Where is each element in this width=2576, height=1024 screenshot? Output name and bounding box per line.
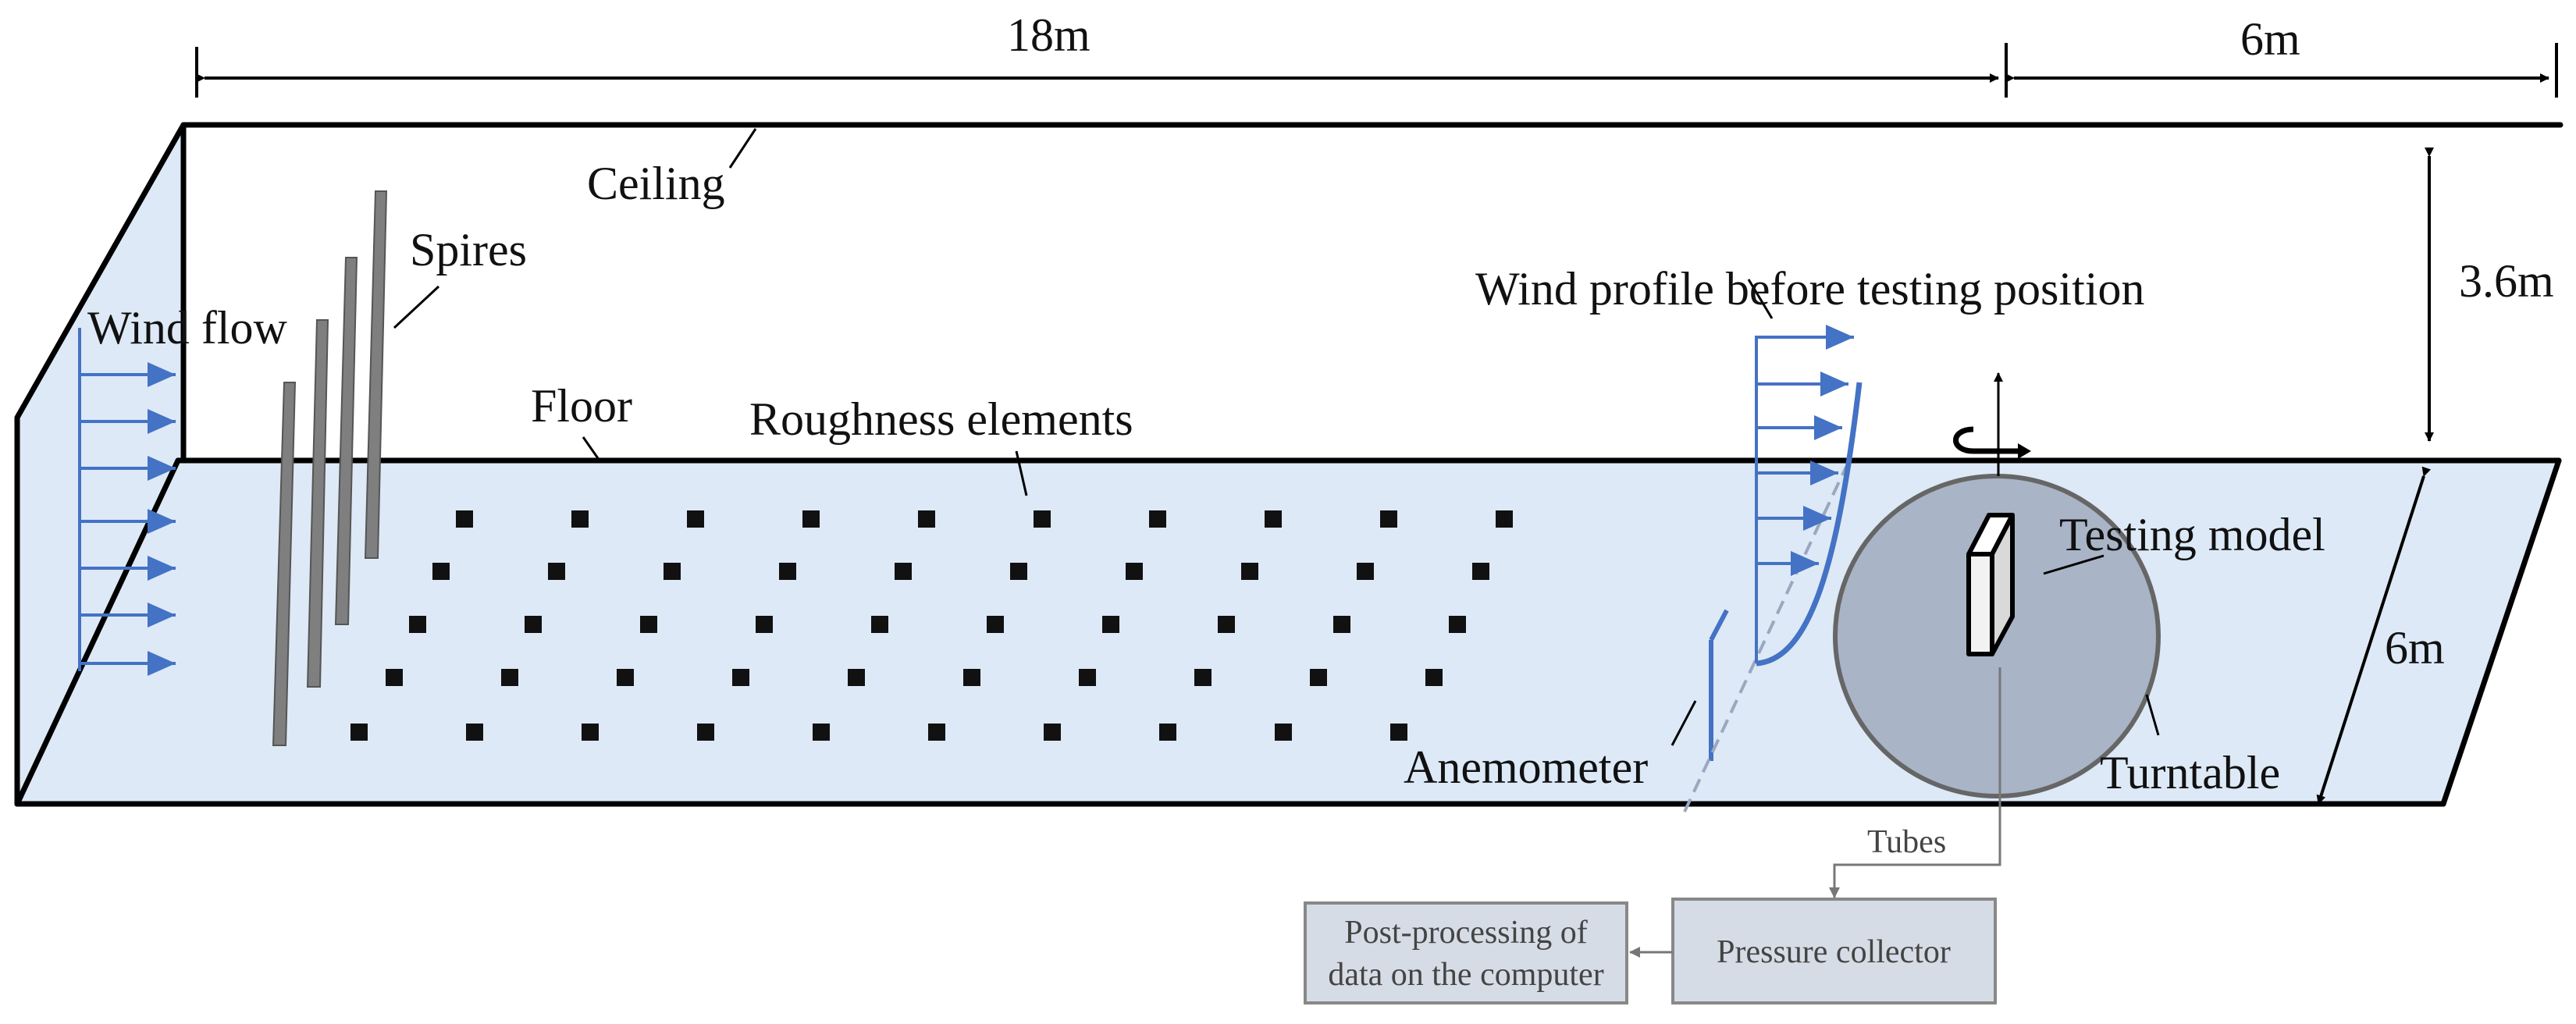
roughness-block — [1310, 669, 1327, 686]
roughness-block — [501, 669, 518, 686]
roughness-block — [779, 563, 796, 580]
roughness-block — [1102, 616, 1119, 633]
dimension-6m-width-label: 6m — [2385, 622, 2445, 674]
roughness-block — [548, 563, 565, 580]
roughness-block — [350, 724, 368, 741]
roughness-block — [1390, 724, 1407, 741]
wind-profile — [1755, 325, 1863, 667]
ceiling-leader — [728, 128, 757, 169]
roughness-block — [756, 616, 773, 633]
spires — [272, 190, 388, 746]
roughness-block — [1159, 724, 1176, 741]
roughness-block — [1079, 669, 1096, 686]
roughness-block — [1472, 563, 1489, 580]
roughness-block — [687, 510, 704, 528]
roughness-block — [1357, 563, 1374, 580]
roughness-block — [1275, 724, 1292, 741]
roughness-block — [1425, 669, 1443, 686]
spires-leader — [393, 285, 440, 329]
roughness-block — [813, 724, 830, 741]
roughness-block — [802, 510, 820, 528]
roughness-block — [928, 724, 945, 741]
testing-model — [1966, 513, 2015, 656]
roughness-block — [640, 616, 657, 633]
spires-label: Spires — [410, 224, 527, 276]
rotation-arrow-icon — [1953, 372, 2031, 476]
floor-label: Floor — [531, 380, 632, 432]
roughness-block — [432, 563, 450, 580]
roughness-block — [456, 510, 473, 528]
turntable-leader — [2145, 694, 2160, 736]
roughness-block — [1496, 510, 1513, 528]
roughness-block — [1149, 510, 1166, 528]
pressure-collector-label: Pressure collector — [1717, 934, 1951, 970]
roughness-block — [697, 724, 714, 741]
dimension-6m-length-label: 6m — [2240, 13, 2300, 65]
roughness-block — [848, 669, 865, 686]
testing-model-label: Testing model — [2059, 509, 2325, 560]
roughness-block — [664, 563, 681, 580]
roughness-label: Roughness elements — [749, 393, 1133, 445]
roughness-block — [963, 669, 980, 686]
roughness-block — [987, 616, 1004, 633]
roughness-block — [617, 669, 634, 686]
roughness-block — [1218, 616, 1235, 633]
inlet-wall — [17, 125, 183, 804]
roughness-block — [1333, 616, 1350, 633]
roughness-block — [1265, 510, 1282, 528]
anemometer — [1709, 609, 1729, 761]
floor-leader — [582, 436, 601, 461]
wind-profile-label: Wind profile before testing position — [1475, 263, 2144, 315]
dimension-18m-label: 18m — [1007, 9, 1091, 61]
turntable-label: Turntable — [2100, 747, 2280, 798]
ceiling-label: Ceiling — [587, 158, 725, 209]
roughness-block — [466, 724, 483, 741]
testing-model-leader — [2043, 554, 2105, 575]
anemometer-leader — [1670, 700, 1697, 746]
roughness-block — [1380, 510, 1397, 528]
roughness-block — [1194, 669, 1212, 686]
tunnel-outline — [14, 122, 2564, 807]
post-processing-label-line1: Post-processing of — [1344, 915, 1587, 951]
roughness-leader — [1015, 450, 1028, 496]
roughness-block — [1034, 510, 1051, 528]
tubes-label: Tubes — [1867, 824, 1946, 860]
tubes-line — [1829, 667, 2001, 898]
wind-flow-arrows — [78, 328, 176, 676]
post-processing-box — [1304, 901, 1628, 1004]
roughness-block — [1044, 724, 1061, 741]
roughness-block — [409, 616, 426, 633]
top-dimension — [195, 43, 2558, 98]
roughness-block — [525, 616, 542, 633]
roughness-block — [1126, 563, 1143, 580]
roughness-block — [386, 669, 403, 686]
post-processing-label-line2: data on the computer — [1328, 957, 1603, 993]
roughness-block — [918, 510, 935, 528]
roughness-block — [895, 563, 912, 580]
roughness-block — [1241, 563, 1258, 580]
width-dimension-arrow — [2316, 466, 2432, 805]
dimension-3-6m-label: 3.6m — [2459, 255, 2554, 307]
roughness-block — [1449, 616, 1466, 633]
roughness-block — [871, 616, 888, 633]
roughness-block — [571, 510, 589, 528]
wind-profile-leader — [1747, 279, 1774, 319]
roughness-elements — [350, 510, 1513, 741]
roughness-block — [1010, 563, 1027, 580]
roughness-block — [732, 669, 749, 686]
anemometer-label: Anemometer — [1404, 741, 1648, 793]
wind-flow-label: Wind flow — [87, 302, 288, 354]
roughness-block — [582, 724, 599, 741]
